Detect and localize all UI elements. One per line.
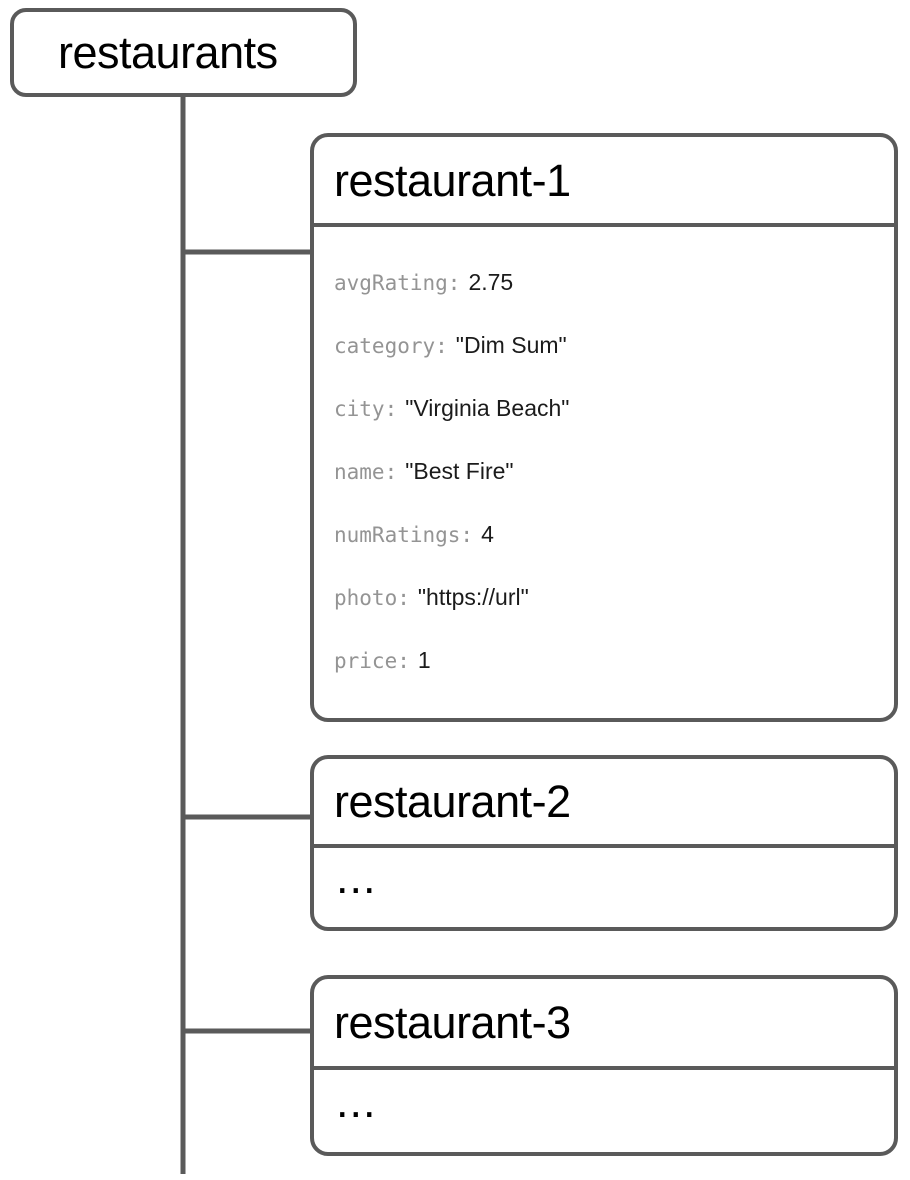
field-key: category: <box>334 333 448 358</box>
field-value: 1 <box>417 647 431 673</box>
field-value: "Virginia Beach" <box>405 395 570 421</box>
field-value: 2.75 <box>468 269 514 295</box>
field-value: 4 <box>481 521 494 547</box>
document-card-header: restaurant-1 <box>314 137 894 227</box>
ellipsis-placeholder: ... <box>336 852 377 903</box>
collection-node-restaurants[interactable]: restaurants <box>10 8 357 97</box>
field-value: "Best Fire" <box>405 458 514 484</box>
document-card-restaurant-2[interactable]: restaurant-2 ... <box>310 755 898 931</box>
document-field-list: ... <box>314 1070 894 1152</box>
document-card-restaurant-3[interactable]: restaurant-3 ... <box>310 975 898 1156</box>
document-id-label: restaurant-3 <box>334 997 571 1048</box>
ellipsis-placeholder: ... <box>336 1075 377 1127</box>
document-card-restaurant-1[interactable]: restaurant-1 avgRating: 2.75 category: "… <box>310 133 898 722</box>
field-key: city: <box>334 396 398 421</box>
field-row: avgRating: 2.75 <box>334 251 894 314</box>
field-key: numRatings: <box>334 522 474 547</box>
document-card-header: restaurant-2 <box>314 759 894 848</box>
field-row: numRatings: 4 <box>334 503 894 566</box>
field-row: price: 1 <box>334 629 894 692</box>
field-value: "Dim Sum" <box>455 332 567 358</box>
document-field-list: ... <box>314 848 894 927</box>
field-value: "https://url" <box>417 584 529 610</box>
field-key: avgRating: <box>334 270 461 295</box>
field-key: price: <box>334 648 410 673</box>
field-row: photo: "https://url" <box>334 566 894 629</box>
document-field-list: avgRating: 2.75 category: "Dim Sum" city… <box>314 227 894 692</box>
field-row: name: "Best Fire" <box>334 440 894 503</box>
field-row: city: "Virginia Beach" <box>334 377 894 440</box>
document-id-label: restaurant-1 <box>334 154 571 206</box>
field-key: name: <box>334 459 398 484</box>
field-row: category: "Dim Sum" <box>334 314 894 377</box>
document-card-header: restaurant-3 <box>314 979 894 1070</box>
collection-node-label: restaurants <box>58 27 278 78</box>
field-key: photo: <box>334 585 410 610</box>
document-id-label: restaurant-2 <box>334 776 571 827</box>
